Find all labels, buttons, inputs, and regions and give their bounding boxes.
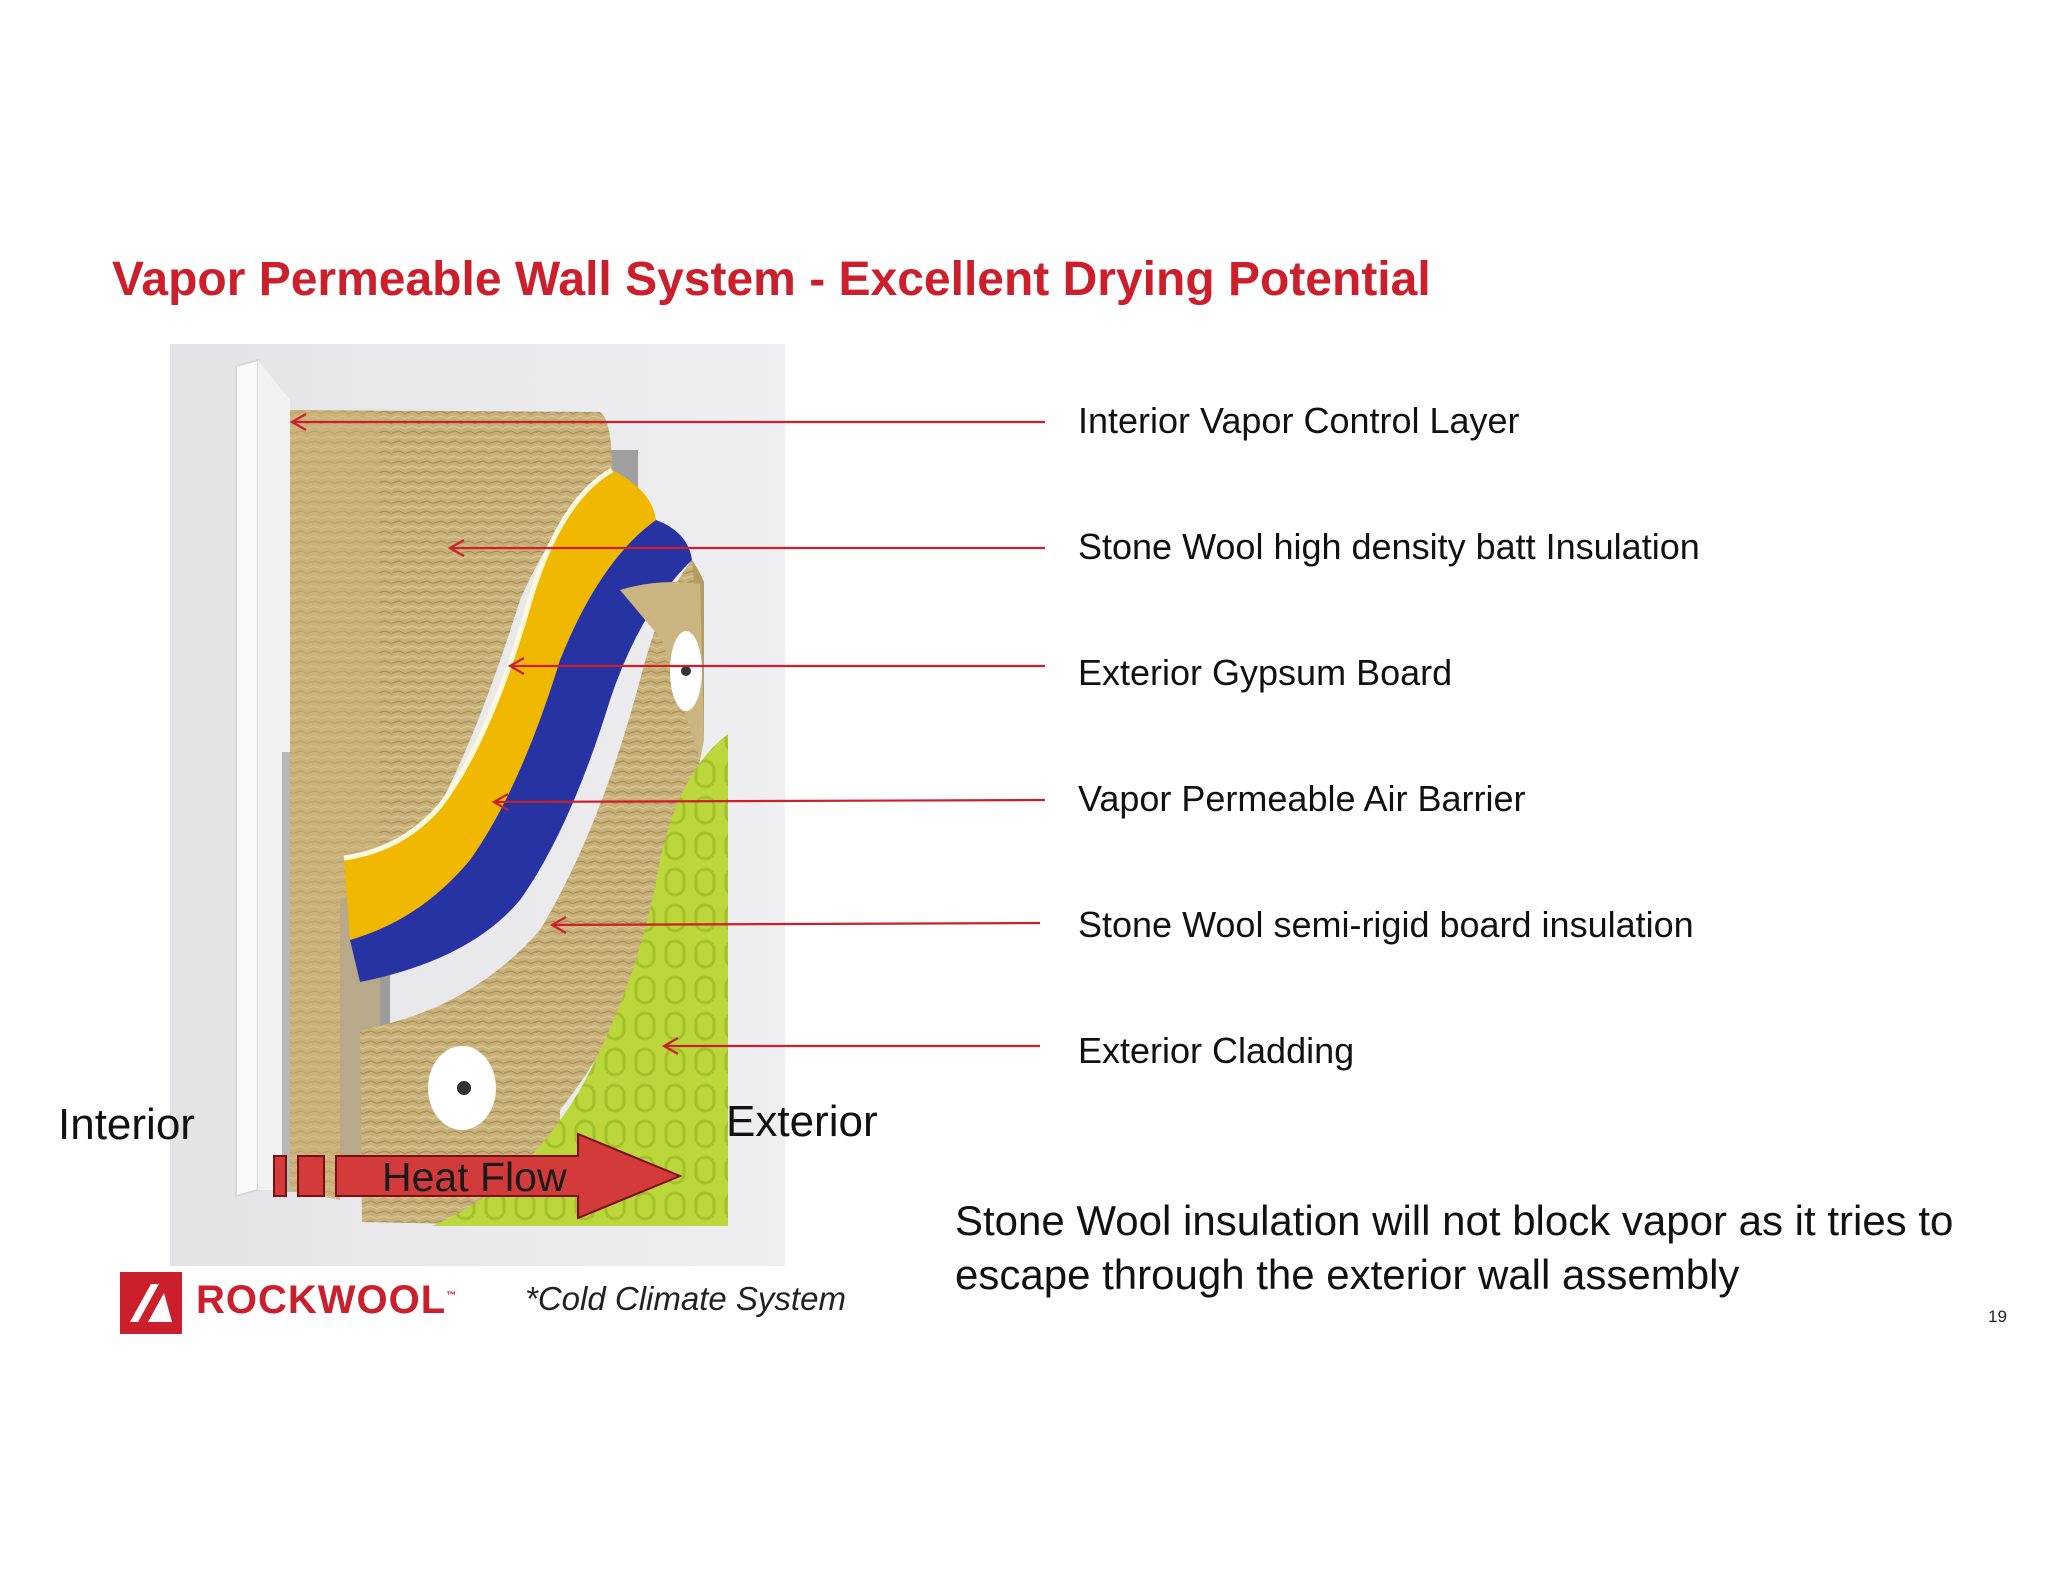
interior-label: Interior: [58, 1100, 195, 1149]
pointer-semi-rigid: [551, 921, 1041, 927]
vapor-permeable-air-barrier: [350, 520, 692, 982]
exterior-label: Exterior: [726, 1097, 878, 1146]
heat-flow-label: Heat Flow: [382, 1154, 567, 1200]
pointer-air-barrier: [493, 798, 1046, 804]
rockwool-logo-mark: [120, 1272, 182, 1334]
rockwool-wordmark: ROCKWOOL: [196, 1278, 447, 1322]
exterior-gypsum-board: [344, 470, 656, 940]
exterior-cladding: [432, 734, 728, 1226]
label-stone-wool-semi-rigid: Stone Wool semi-rigid board insulation: [1078, 904, 1694, 945]
summary-text: Stone Wool insulation will not block vap…: [955, 1197, 1954, 1298]
heat-flow-arrow: [273, 1132, 683, 1220]
page-number: 19: [1988, 1307, 2007, 1326]
label-exterior-gypsum-board: Exterior Gypsum Board: [1078, 652, 1453, 693]
label-interior-vapor-control-layer: Interior Vapor Control Layer: [1078, 400, 1520, 441]
footnote: *Cold Climate System: [525, 1280, 846, 1317]
label-stone-wool-batt: Stone Wool high density batt Insulation: [1078, 526, 1700, 567]
pointer-lines: [289, 413, 1046, 1055]
interior-finish-board: [235, 358, 259, 1198]
label-exterior-cladding: Exterior Cladding: [1078, 1030, 1355, 1071]
rockwool-logo-text: ROCKWOOL™: [196, 1278, 457, 1323]
label-vapor-permeable-air-barrier: Vapor Permeable Air Barrier: [1078, 778, 1526, 819]
slide-title: Vapor Permeable Wall System - Excellent …: [112, 253, 1431, 306]
trademark-symbol: ™: [446, 1290, 458, 1302]
